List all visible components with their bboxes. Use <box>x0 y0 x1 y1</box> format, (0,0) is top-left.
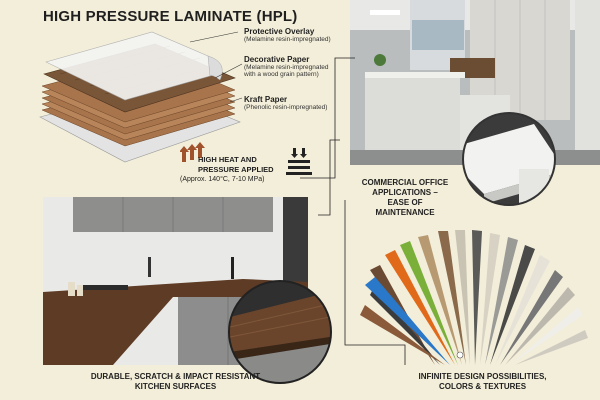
layer-overlay-detail: (Melamine resin-impregnated) <box>244 36 331 43</box>
design-caption-1: INFINITE DESIGN POSSIBILITIES, <box>418 372 547 381</box>
office-photo <box>350 0 600 165</box>
swatch-fan <box>360 230 588 365</box>
office-detail-inset <box>462 112 556 206</box>
process-line2: PRESSURE APPLIED <box>198 165 274 174</box>
heat-arrows-icon <box>180 142 205 162</box>
layer-kraft-name: Kraft Paper <box>244 95 288 104</box>
laminate-layers-diagram <box>39 31 243 163</box>
kitchen-detail-inset <box>228 280 332 384</box>
layer-decorative-detail-1: (Melamine resin-impregnated <box>244 64 329 71</box>
layer-decorative: Decorative Paper (Melamine resin-impregn… <box>244 55 329 78</box>
kitchen-caption: DURABLE, SCRATCH & IMPACT RESISTANT KITC… <box>43 372 308 392</box>
page-title: HIGH PRESSURE LAMINATE (HPL) <box>43 8 298 25</box>
process-line3: (Approx. 140°C, 7-10 MPa) <box>180 176 265 183</box>
kitchen-caption-2: KITCHEN SURFACES <box>134 382 217 391</box>
office-caption: COMMERCIAL OFFICE APPLICATIONS – EASE OF… <box>360 178 450 218</box>
layer-decorative-name: Decorative Paper <box>244 55 310 64</box>
office-caption-2: APPLICATIONS – <box>372 188 438 197</box>
process-caption: HIGH HEAT AND PRESSURE APPLIED (Approx. … <box>180 155 290 185</box>
process-line1: HIGH HEAT AND <box>198 155 257 164</box>
layer-overlay: Protective Overlay (Melamine resin-impre… <box>244 27 331 43</box>
layer-kraft-detail: (Phenolic resin-impregnated) <box>244 104 328 111</box>
design-caption: INFINITE DESIGN POSSIBILITIES, COLORS & … <box>395 372 570 392</box>
layer-kraft: Kraft Paper (Phenolic resin-impregnated) <box>244 95 327 111</box>
layer-decorative-detail-2: with a wood grain pattern) <box>244 71 319 78</box>
office-caption-1: COMMERCIAL OFFICE <box>361 178 449 187</box>
layer-overlay-name: Protective Overlay <box>244 27 315 36</box>
kitchen-caption-1: DURABLE, SCRATCH & IMPACT RESISTANT <box>90 372 261 381</box>
swatch-cards <box>360 230 588 365</box>
design-caption-2: COLORS & TEXTURES <box>438 382 527 391</box>
